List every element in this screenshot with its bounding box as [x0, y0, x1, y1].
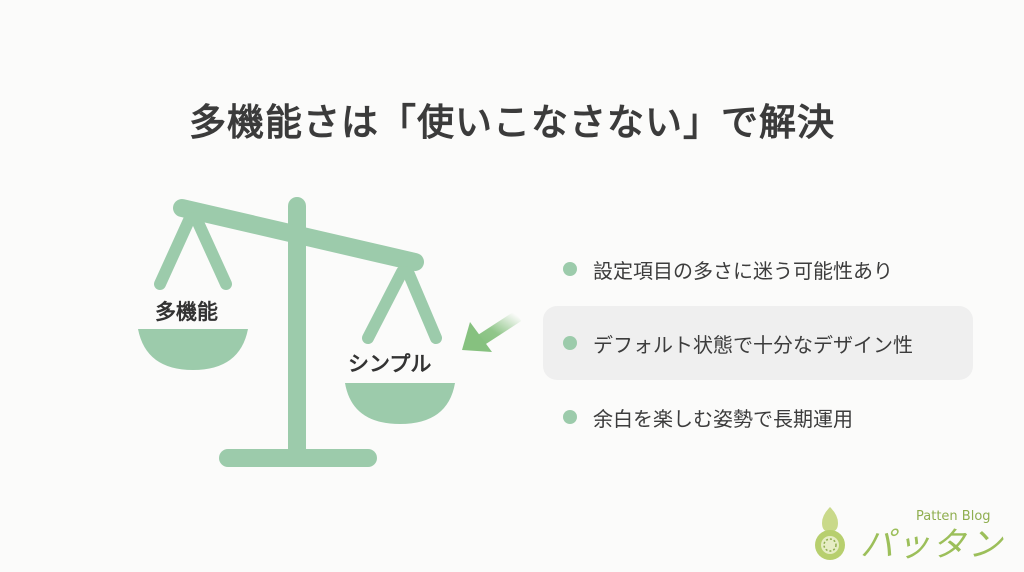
list-item-highlighted: デフォルト状態で十分なデザイン性 [543, 306, 973, 380]
list-item: 設定項目の多さに迷う可能性あり [543, 232, 973, 306]
mascot-icon [815, 507, 845, 560]
bullet-dot-icon [563, 336, 577, 350]
page-title: 多機能さは「使いこなさない」で解決 [189, 101, 835, 144]
point-list: 設定項目の多さに迷う可能性あり デフォルト状態で十分なデザイン性 余白を楽しむ姿… [543, 232, 973, 454]
arrow-icon [462, 310, 522, 352]
bullet-dot-icon [563, 262, 577, 276]
point-text: 余白を楽しむ姿勢で長期運用 [593, 406, 853, 431]
point-text: 設定項目の多さに迷う可能性あり [593, 258, 893, 283]
logo-en-text: Patten Blog [916, 509, 991, 524]
simple-label: シンプル [348, 352, 432, 376]
logo-kana-text: パッタン [860, 525, 1004, 565]
brand-logo: パッタン Patten Blog [808, 505, 1008, 565]
bullet-dot-icon [563, 410, 577, 424]
list-item: 余白を楽しむ姿勢で長期運用 [543, 380, 973, 454]
multi-function-label: 多機能 [155, 300, 218, 324]
point-text: デフォルト状態で十分なデザイン性 [593, 332, 913, 357]
